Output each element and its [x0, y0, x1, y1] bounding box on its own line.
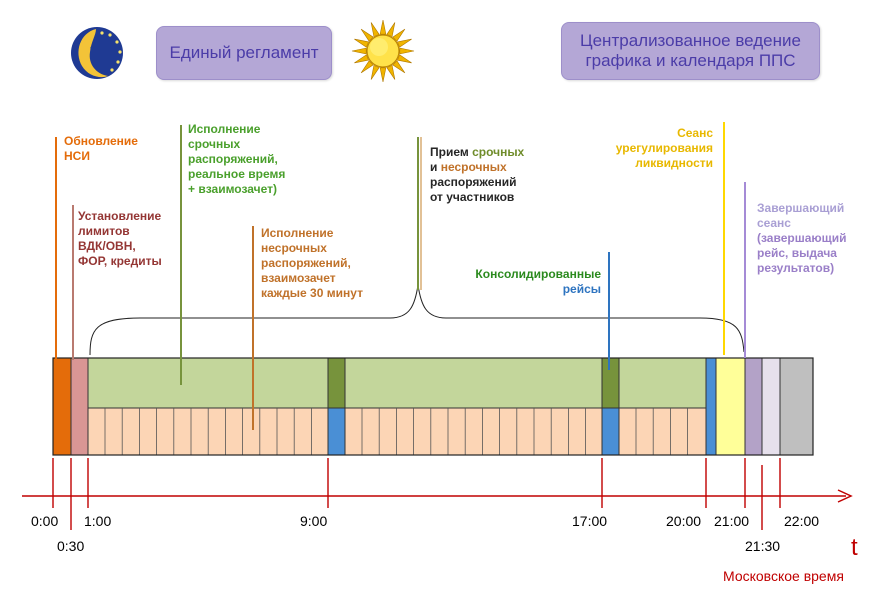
- segment-consol-run-2: [601, 407, 620, 456]
- segment-nsi-update: [52, 357, 72, 456]
- tick-2000: 20:00: [666, 513, 702, 529]
- moon-stars-icon: [71, 27, 123, 79]
- consolidated-text-b: рейсы: [562, 282, 601, 296]
- sun-ray: [351, 47, 367, 55]
- tick-0900: 9:00: [300, 513, 328, 529]
- sun-icon: [351, 19, 415, 83]
- moscow-time-caption: Московское время: [723, 568, 844, 584]
- tick-0030: 0:30: [57, 538, 85, 554]
- tick-0100: 1:00: [84, 513, 112, 529]
- segment-limits: [70, 357, 89, 456]
- urgent-execution-label: Исполнение срочных распоряжений, реально…: [188, 122, 286, 196]
- segment-liquidity: [715, 357, 746, 456]
- sun-ray: [396, 54, 412, 64]
- time-axis-arrow: [837, 489, 853, 503]
- segment-final-session: [744, 357, 763, 456]
- time-axis-letter: t: [851, 534, 858, 561]
- sun-ray: [399, 47, 415, 55]
- nonurgent-execution-label: Исполнение несрочных распоряжений, взаим…: [261, 226, 363, 300]
- segment-urgent-1: [87, 357, 329, 409]
- segment-consolidated-2: [601, 357, 620, 409]
- sun-ray: [392, 60, 406, 74]
- timeline-border: [52, 357, 814, 456]
- sun-ray: [360, 60, 374, 74]
- sun-ray: [354, 54, 370, 64]
- unified-regulation-box: Единый регламент: [156, 26, 332, 80]
- centralized-schedule-text: Централизованное ведение графика и кален…: [580, 31, 801, 70]
- segment-consolidated-1: [327, 357, 346, 409]
- final-session-label: Завершающий сеанс(завершающий рейс, выда…: [757, 186, 847, 276]
- receive-text-rest: распоряжений от участников: [430, 175, 517, 204]
- brace-receive-orders: [89, 284, 745, 356]
- segment-nonurgent-2: [344, 407, 603, 456]
- segment-consol-run-1: [327, 407, 346, 456]
- liquidity-session-label: Сеанс урегулирования ликвидности: [615, 126, 713, 170]
- tick-2200: 22:00: [784, 513, 820, 529]
- sun-ray: [379, 67, 387, 83]
- sun-ray: [379, 19, 387, 35]
- sun-ray: [396, 38, 412, 48]
- segment-urgent-3: [618, 357, 707, 409]
- sun-ray: [386, 22, 396, 38]
- segment-urgent-2: [344, 357, 603, 409]
- tick-2130: 21:30: [745, 538, 781, 554]
- segment-final-run-top: [705, 357, 717, 456]
- nsi-update-label: Обновление НСИ: [64, 134, 138, 163]
- sun-ray: [360, 28, 374, 42]
- final-text-b: (завершающий рейс, выдача результатов): [757, 231, 847, 275]
- sun-ray: [370, 64, 380, 80]
- sun-ray: [392, 28, 406, 42]
- unified-regulation-text: Единый регламент: [169, 43, 319, 62]
- sun-ray: [370, 22, 380, 38]
- receive-text-1b: срочных: [472, 145, 525, 159]
- limits-label: Установление лимитов ВДК/ОВН, ФОР, креди…: [78, 209, 162, 268]
- segment-nonurgent-3: [618, 407, 707, 456]
- final-text-a: Завершающий сеанс: [757, 201, 845, 230]
- centralized-schedule-box: Централизованное ведение графика и кален…: [561, 22, 820, 80]
- receive-text-2a: и: [430, 160, 441, 174]
- sun-ray: [386, 64, 396, 80]
- tick-2100: 21:00: [714, 513, 750, 529]
- tick-1700: 17:00: [572, 513, 608, 529]
- consolidated-text-a: Консолидированные: [475, 267, 601, 281]
- receive-text-2b: несрочных: [440, 160, 507, 174]
- segment-results: [761, 357, 781, 456]
- receive-text-1a: Прием: [430, 145, 473, 159]
- segment-closed: [779, 357, 814, 456]
- sun-ray: [354, 38, 370, 48]
- tick-0000: 0:00: [31, 513, 59, 529]
